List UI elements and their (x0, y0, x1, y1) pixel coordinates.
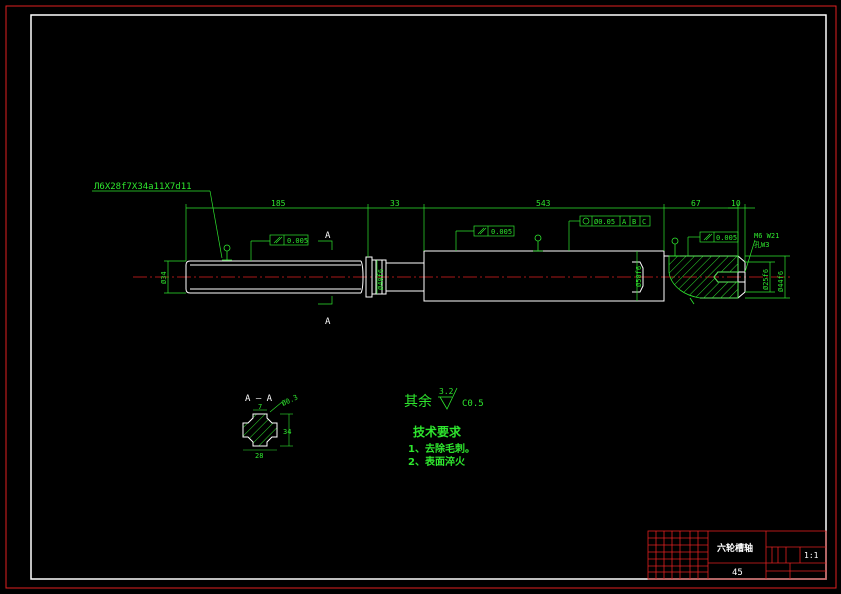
section-mark-top: A (325, 231, 331, 241)
tol-value-1: 0.005 (287, 237, 308, 245)
roughness-value: 3.2 (439, 387, 454, 396)
title-scale: 1:1 (804, 551, 819, 560)
dim-dia44: Ø44f6 (777, 271, 785, 292)
dim-543: 543 (536, 199, 551, 208)
tol-datum-b: B (632, 218, 636, 226)
tol-value-2: 0.005 (491, 228, 512, 236)
tech-req-item-1: 1、去除毛刺。 (408, 442, 475, 455)
tech-req-title: 技术要求 (413, 424, 462, 439)
dim-dia25: Ø25f6 (762, 269, 770, 290)
spline-profile (242, 413, 278, 447)
section-view-title: A — A (245, 394, 273, 404)
title-block (647, 530, 827, 580)
tol-value-position: Ø0.05 (594, 218, 615, 226)
datum-symbols (222, 234, 695, 305)
dim-185: 185 (271, 199, 286, 208)
tolerance-frame-3 (699, 231, 739, 243)
spline-callout: Л6X28f7X34a11X7d11 (94, 182, 192, 192)
inner-border (30, 14, 827, 580)
dim-67: 67 (691, 199, 701, 208)
tol-datum-a: A (622, 218, 627, 226)
dim-10: 10 (731, 199, 741, 208)
tolerance-frame-1 (269, 234, 309, 246)
shaft-outline (185, 250, 746, 302)
dimension-lines (92, 190, 790, 305)
section-dim-bottom: 28 (255, 452, 263, 460)
outer-border (5, 5, 837, 589)
roughness-symbol (439, 387, 458, 410)
tolerance-frame-position (579, 215, 651, 227)
section-view: A — A 7 34 28 Ø0.3 (242, 393, 299, 460)
thread-note-1: M6 W21 (754, 232, 779, 240)
dim-dia34: Ø34 (160, 271, 168, 284)
surface-note: 其余 3.2 C0.5 (404, 387, 484, 410)
section-dim-top: 7 (258, 403, 262, 411)
surface-note-suffix: C0.5 (462, 399, 484, 409)
title-part-name: 六轮槽轴 (717, 542, 753, 554)
section-dim-corner: Ø0.3 (280, 393, 299, 407)
dim-dia50: Ø50f6 (635, 266, 643, 287)
tech-req-item-2: 2、表面淬火 (408, 455, 466, 468)
section-mark-bottom: A (325, 317, 331, 327)
tolerance-frame-2 (473, 225, 515, 237)
section-dim-side: 34 (283, 428, 291, 436)
thread-note-2: 孔W3 (754, 241, 769, 249)
tol-value-3: 0.005 (716, 234, 737, 242)
tol-datum-c: C (642, 218, 646, 226)
dim-dia40: Ø40f6 (377, 269, 385, 290)
surface-note-prefix: 其余 (404, 393, 432, 410)
hatched-section (668, 255, 739, 299)
title-material: 45 (732, 568, 743, 578)
dim-33: 33 (390, 199, 400, 208)
